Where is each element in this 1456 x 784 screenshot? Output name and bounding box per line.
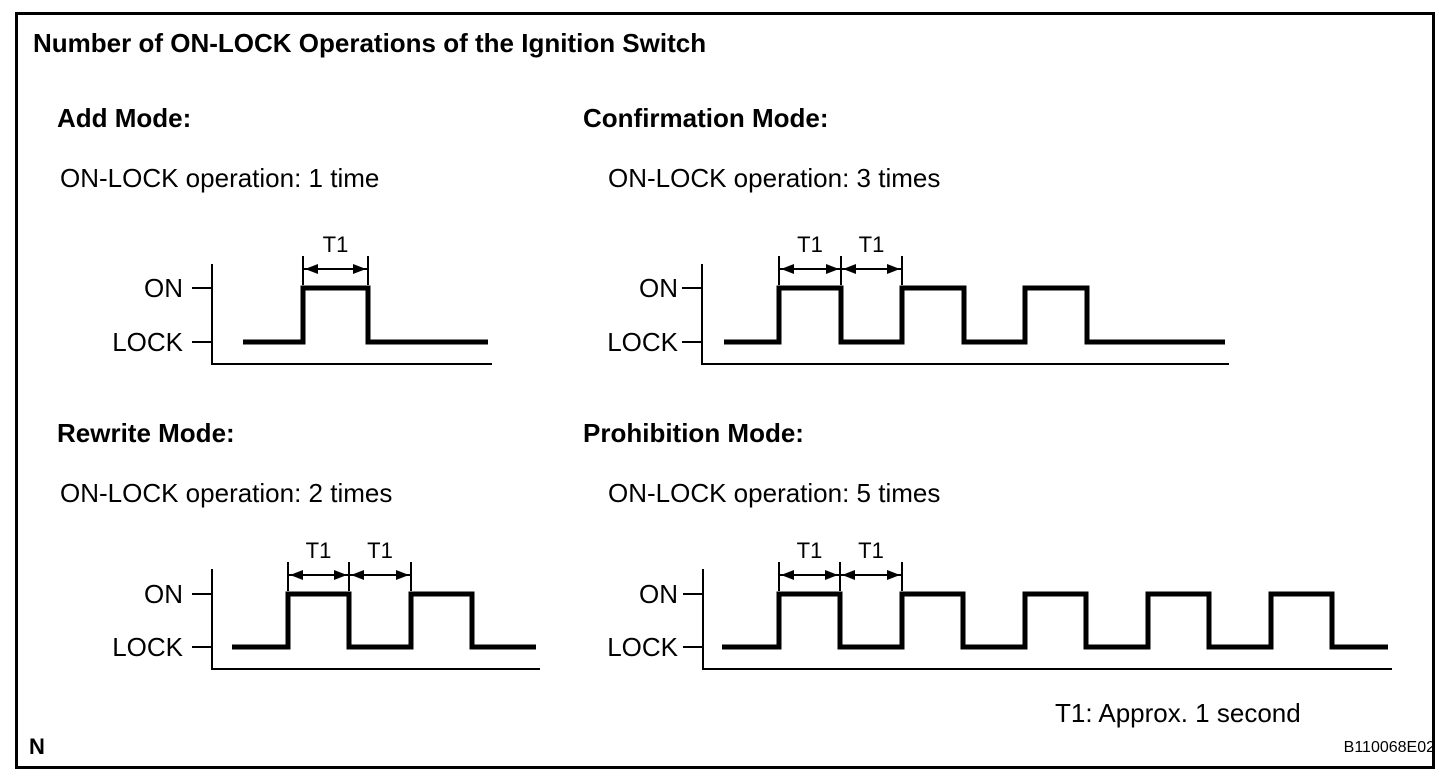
waveform-confirmation-mode: T1 T1: [682, 232, 1229, 365]
mode-operation-confirmation: ON-LOCK operation: 3 times: [608, 163, 941, 193]
pulse-waveform: [232, 591, 536, 650]
waveform-add-mode: T1: [192, 232, 492, 365]
arrowhead-right-icon: [887, 570, 900, 580]
signal-label-lock: LOCK: [607, 632, 678, 662]
mode-operation-prohibition: ON-LOCK operation: 5 times: [608, 478, 941, 508]
signal-label-on: ON: [639, 579, 678, 609]
t1-footnote: T1: Approx. 1 second: [1055, 698, 1301, 728]
mode-operation-rewrite: ON-LOCK operation: 2 times: [60, 478, 393, 508]
pulse-waveform: [243, 285, 488, 345]
signal-label-on: ON: [144, 579, 183, 609]
pulse-waveform: [724, 285, 1225, 345]
signal-label-lock: LOCK: [112, 327, 183, 357]
waveform-prohibition-mode: T1 T1: [683, 538, 1392, 670]
t1-label: T1: [367, 538, 393, 563]
arrowhead-left-icon: [305, 264, 318, 274]
page-title: Number of ON-LOCK Operations of the Igni…: [33, 28, 707, 58]
diagram-border: [15, 12, 1435, 769]
arrowhead-left-icon: [290, 570, 303, 580]
arrowhead-right-icon: [334, 570, 347, 580]
t1-label: T1: [306, 538, 332, 563]
t1-label: T1: [858, 538, 884, 563]
arrowhead-left-icon: [781, 264, 794, 274]
mode-operation-add: ON-LOCK operation: 1 time: [60, 163, 380, 193]
mode-heading-prohibition: Prohibition Mode:: [583, 418, 804, 448]
arrowhead-right-icon: [396, 570, 409, 580]
arrowhead-left-icon: [781, 570, 794, 580]
page-marker: N: [29, 734, 45, 759]
signal-label-lock: LOCK: [607, 327, 678, 357]
arrowhead-left-icon: [843, 264, 856, 274]
arrowhead-left-icon: [351, 570, 364, 580]
t1-label: T1: [859, 232, 885, 257]
arrowhead-left-icon: [842, 570, 855, 580]
waveform-rewrite-mode: T1 T1: [192, 538, 540, 670]
mode-heading-add: Add Mode:: [57, 103, 192, 133]
signal-label-on: ON: [639, 273, 678, 303]
signal-label-on: ON: [144, 273, 183, 303]
t1-label: T1: [323, 232, 349, 257]
arrowhead-right-icon: [826, 264, 839, 274]
arrowhead-right-icon: [353, 264, 366, 274]
pulse-waveform: [722, 591, 1388, 650]
arrowhead-right-icon: [825, 570, 838, 580]
arrowhead-right-icon: [887, 264, 900, 274]
signal-label-lock: LOCK: [112, 632, 183, 662]
t1-label: T1: [797, 232, 823, 257]
mode-heading-confirmation: Confirmation Mode:: [583, 103, 829, 133]
mode-heading-rewrite: Rewrite Mode:: [57, 418, 235, 448]
t1-label: T1: [797, 538, 823, 563]
figure-code: B110068E02: [1343, 739, 1435, 756]
